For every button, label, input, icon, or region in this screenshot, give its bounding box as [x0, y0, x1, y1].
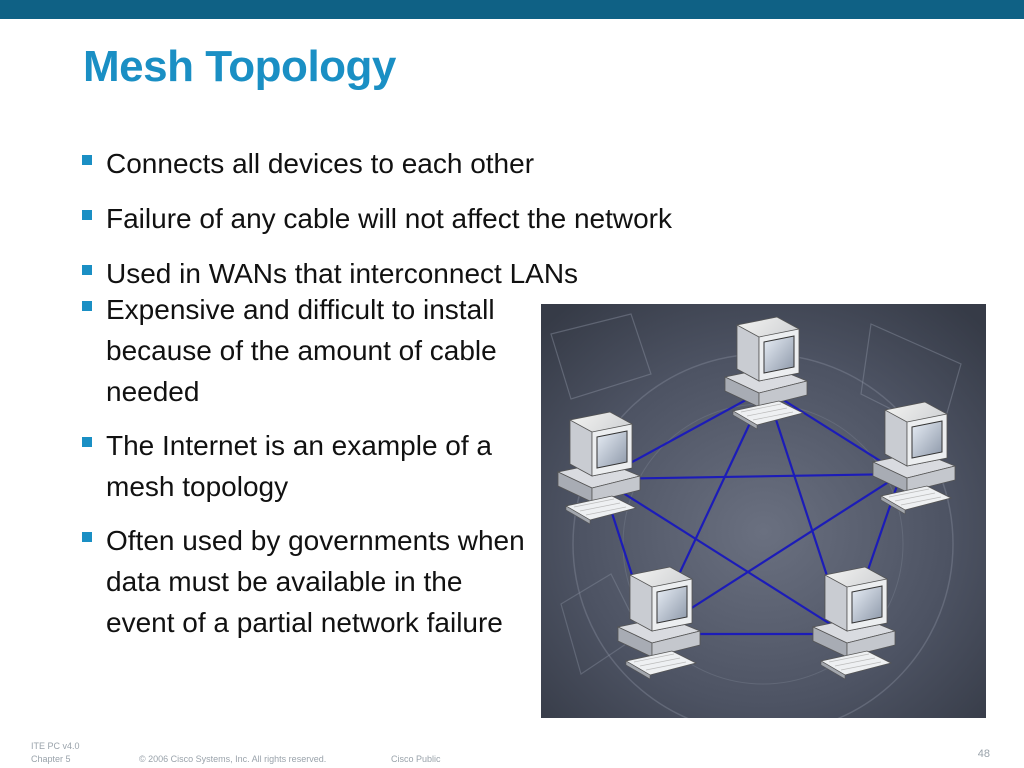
bullet-item: Often used by governments when data must…	[82, 520, 536, 643]
bullet-text: The Internet is an example of a mesh top…	[106, 430, 492, 502]
bullet-text: Expensive and difficult to install becau…	[106, 294, 497, 407]
bullet-text: Often used by governments when data must…	[106, 525, 525, 638]
bullet-item: Used in WANs that interconnect LANs	[82, 253, 802, 294]
bullet-text: Connects all devices to each other	[106, 148, 535, 179]
bullet-item: The Internet is an example of a mesh top…	[82, 425, 536, 507]
square-bullet-icon	[82, 437, 92, 447]
square-bullet-icon	[82, 532, 92, 542]
bullet-item: Failure of any cable will not affect the…	[82, 198, 802, 239]
bullet-text: Used in WANs that interconnect LANs	[106, 258, 579, 289]
mesh-network-svg	[541, 304, 986, 718]
top-banner-bar	[0, 0, 1024, 19]
square-bullet-icon	[82, 210, 92, 220]
square-bullet-icon	[82, 155, 92, 165]
square-bullet-icon	[82, 265, 92, 275]
footer-copyright: © 2006 Cisco Systems, Inc. All rights re…	[139, 754, 327, 764]
bullet-item: Connects all devices to each other	[82, 143, 802, 184]
footer-classification: Cisco Public	[391, 754, 441, 764]
mesh-topology-illustration	[541, 304, 986, 718]
slide-title: Mesh Topology	[83, 42, 396, 91]
square-bullet-icon	[82, 301, 92, 311]
footer-course: ITE PC v4.0	[31, 741, 80, 751]
bullet-text: Failure of any cable will not affect the…	[106, 203, 673, 234]
bullet-item: Expensive and difficult to install becau…	[82, 289, 536, 412]
page-number: 48	[977, 748, 990, 760]
mesh-cables	[599, 388, 903, 636]
bullet-list: Connects all devices to each other Failu…	[82, 143, 802, 656]
footer-chapter: Chapter 5	[31, 754, 71, 764]
